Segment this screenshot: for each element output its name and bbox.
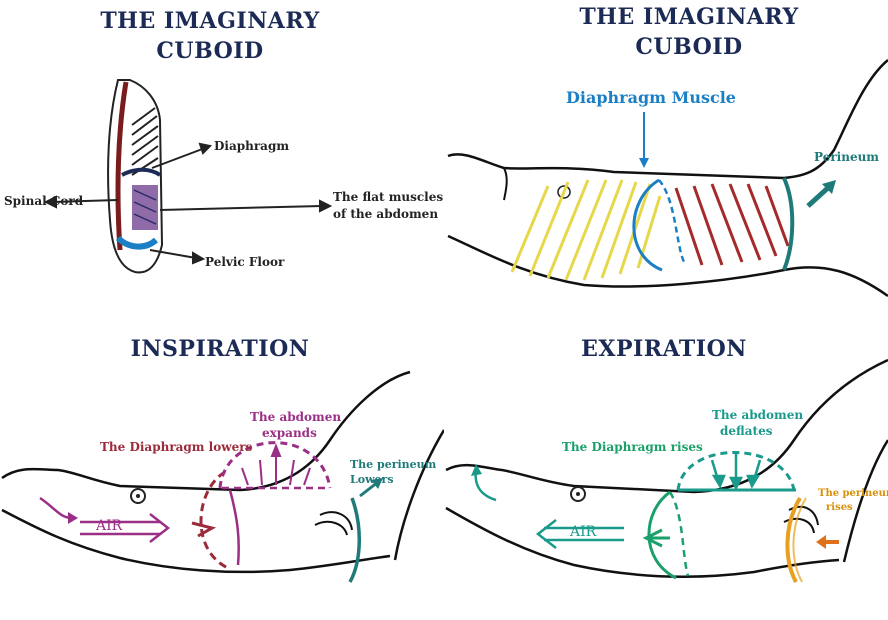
label-pelvic-floor: Pelvic Floor — [205, 255, 284, 269]
label-perineum-rises-line1: The perineum — [818, 488, 888, 499]
label-diaphragm-rises: The Diaphragm rises — [562, 440, 703, 454]
abdomen-yellow-hatch — [512, 180, 660, 280]
label-spinal-cord: Spinal Cord — [4, 194, 83, 208]
spine-shape — [118, 82, 126, 250]
panel-imaginary-cuboid-side-view: THE IMAGINARY CUBOID — [444, 0, 888, 310]
muscle-red-hatch — [676, 184, 788, 265]
expiration-illustration — [444, 320, 888, 620]
label-diaphragm-muscle: Diaphragm Muscle — [566, 88, 736, 107]
label-perineum: Perineum — [814, 150, 879, 164]
label-air: AIR — [96, 518, 122, 534]
label-abdomen-deflates-line1: The abdomen — [712, 408, 803, 422]
pelvic-floor-shape — [118, 238, 156, 247]
diaphragm-band — [122, 170, 160, 175]
label-perineum-lowers-line1: The perineum — [350, 458, 436, 471]
label-abdomen-expands-line1: The abdomen — [250, 410, 341, 424]
label-air: AIR — [570, 524, 596, 540]
label-flat-muscles-line2: of the abdomen — [333, 207, 438, 221]
label-abdomen-expands-line2: expands — [262, 426, 317, 440]
panel-expiration: EXPIRATION The Diaphragm r — [444, 320, 888, 620]
label-perineum-rises-line2: rises — [826, 502, 853, 513]
panel-imaginary-cuboid-anatomy: THE IMAGINARY CUBOID — [0, 0, 444, 310]
perineum-curve — [784, 178, 792, 270]
label-perineum-lowers-line2: Lowers — [350, 473, 394, 486]
rib-cage-hatching — [132, 108, 158, 175]
label-abdomen-deflates-line2: deflates — [720, 424, 772, 438]
label-diaphragm: Diaphragm — [214, 139, 289, 153]
panel-inspiration: INSPIRATION The — [0, 320, 444, 620]
label-flat-muscles-line1: The flat muscles — [333, 190, 443, 204]
label-diaphragm-lowers: The Diaphragm lowers — [100, 440, 252, 454]
